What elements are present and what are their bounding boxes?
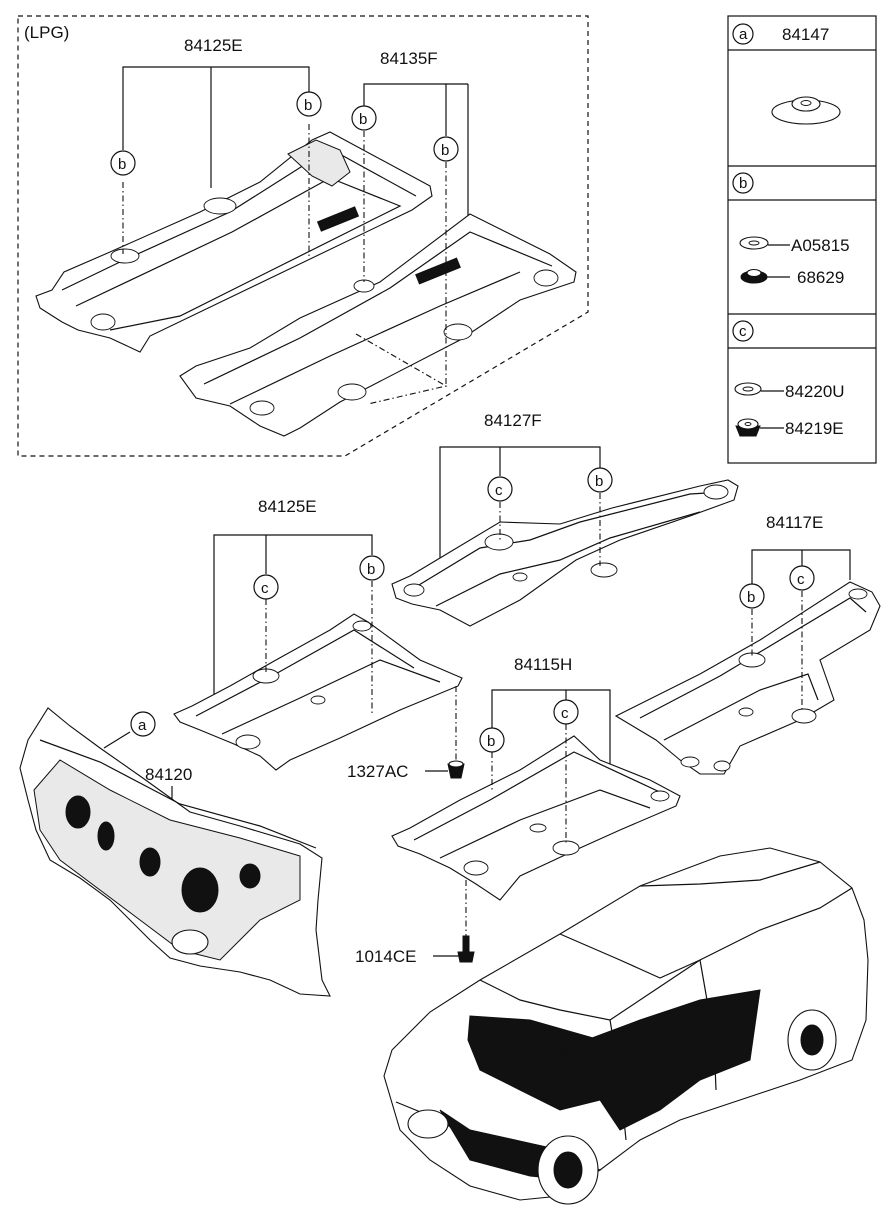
callout-b-far-right-text: b bbox=[747, 589, 755, 606]
callout-c-center bbox=[253, 574, 279, 600]
washer-icon bbox=[739, 236, 769, 250]
car-illustration bbox=[383, 847, 869, 1205]
nut-icon bbox=[735, 418, 761, 437]
callout-b-lpg-left-2 bbox=[296, 91, 322, 117]
dash-insulator-label: 84120 bbox=[145, 765, 192, 784]
legend-letter-b: b bbox=[739, 175, 747, 192]
legend-section-a: a 84147 bbox=[732, 23, 841, 125]
callout-a-dash-text: a bbox=[138, 717, 147, 734]
nut-label: 1327AC bbox=[347, 762, 408, 781]
legend-item-b-2: 68629 bbox=[797, 268, 844, 287]
callout-b-upper-right bbox=[587, 467, 613, 493]
far-right-panel-label: 84117E bbox=[766, 513, 823, 532]
lpg-left-panel: 84125E b b bbox=[35, 36, 433, 353]
center-panel: 84125E c b bbox=[173, 497, 463, 771]
legend-item-c-2: 84219E bbox=[785, 419, 844, 438]
nut-icon bbox=[740, 268, 768, 284]
bolt-label: 1014CE bbox=[355, 947, 416, 966]
lpg-left-panel-stamp bbox=[316, 206, 360, 232]
callout-c-lower-middle bbox=[553, 699, 579, 725]
legend-table: a 84147 b A05815 68629 bbox=[727, 15, 877, 464]
legend-section-b: b A05815 68629 bbox=[732, 172, 850, 287]
lpg-group-box: (LPG) bbox=[17, 15, 589, 457]
bolt-1014ce: 1014CE bbox=[355, 935, 475, 966]
dash-insulator: 84120 a bbox=[19, 707, 331, 997]
callout-c-center-text: c bbox=[261, 580, 269, 597]
callout-a-dash bbox=[130, 711, 156, 737]
legend-item-b-1: A05815 bbox=[791, 236, 850, 255]
callout-b-lower-middle bbox=[479, 727, 505, 753]
callout-b-far-right bbox=[739, 583, 765, 609]
callout-b-lower-middle-text: b bbox=[487, 733, 495, 750]
callout-b-lpg-left-2-text: b bbox=[304, 97, 312, 114]
upper-right-panel-label: 84127F bbox=[484, 411, 542, 430]
lower-middle-panel-label: 84115H bbox=[514, 655, 572, 674]
lpg-label: (LPG) bbox=[24, 23, 69, 42]
callout-c-upper-right bbox=[487, 476, 513, 502]
legend-letter-a: a bbox=[739, 26, 748, 43]
callout-b-lpg-right-2 bbox=[433, 136, 459, 162]
legend-letter-c: c bbox=[739, 323, 747, 340]
callout-c-far-right bbox=[789, 565, 815, 591]
callout-b-lpg-right-1 bbox=[351, 105, 377, 131]
center-panel-label: 84125E bbox=[258, 497, 317, 516]
callout-b-lpg-right-1-text: b bbox=[359, 111, 367, 128]
legend-item-c-1: 84220U bbox=[785, 382, 845, 401]
washer-icon bbox=[734, 382, 762, 396]
upper-right-panel: 84127F c b bbox=[391, 411, 739, 627]
legend-title-a: 84147 bbox=[782, 25, 829, 44]
callout-c-upper-right-text: c bbox=[495, 482, 503, 499]
callout-b-center bbox=[359, 555, 385, 581]
callout-c-far-right-text: c bbox=[797, 571, 805, 588]
clip-84147-icon bbox=[771, 96, 841, 125]
lpg-right-panel-label: 84135F bbox=[380, 49, 438, 68]
lpg-right-panel-stamp bbox=[415, 257, 461, 285]
callout-b-lpg-left-1 bbox=[110, 150, 136, 176]
callout-b-center-text: b bbox=[367, 561, 375, 578]
callout-b-lpg-right-2-text: b bbox=[441, 142, 449, 159]
lpg-right-panel: 84135F b b bbox=[179, 49, 577, 437]
callout-b-upper-right-text: b bbox=[595, 473, 603, 490]
legend-section-c: c 84220U 84219E bbox=[732, 320, 845, 438]
nut-1327ac: 1327AC bbox=[347, 760, 465, 781]
lower-middle-panel: 84115H b c bbox=[391, 655, 681, 936]
callout-c-lower-middle-text: c bbox=[561, 705, 569, 722]
lpg-left-panel-label: 84125E bbox=[184, 36, 243, 55]
callout-b-lpg-left-1-text: b bbox=[118, 156, 126, 173]
far-right-panel: 84117E b c bbox=[614, 513, 881, 775]
